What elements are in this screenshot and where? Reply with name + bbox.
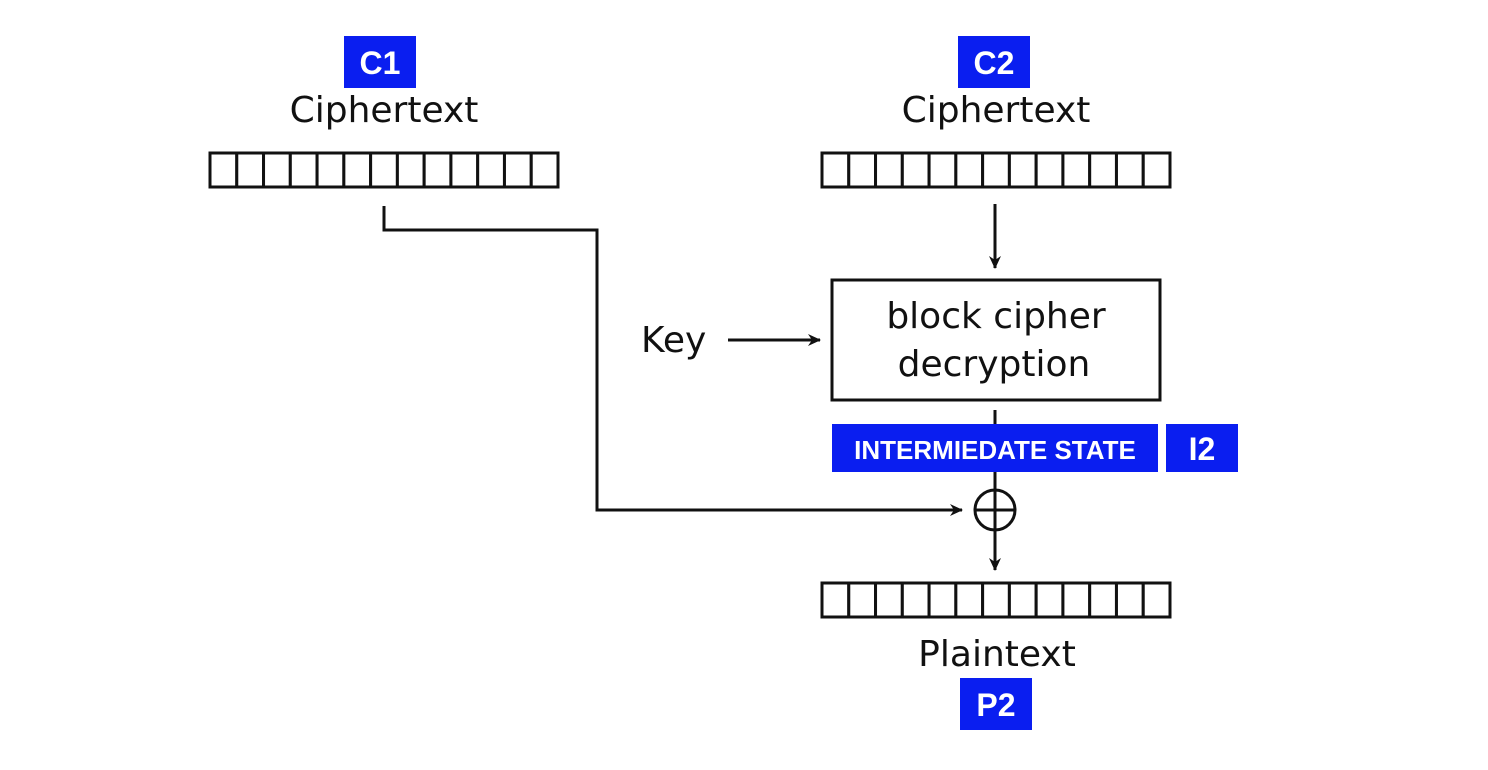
ciphertext-2-label: Ciphertext xyxy=(902,90,1091,131)
ciphertext-2-block xyxy=(820,151,1172,189)
block-cell xyxy=(1007,581,1038,619)
block-cell xyxy=(1061,581,1092,619)
block-cell xyxy=(1141,581,1172,619)
key-label: Key xyxy=(641,320,706,361)
p2-badge: P2 xyxy=(960,678,1032,730)
xor-icon xyxy=(973,488,1017,532)
c2-badge-text: C2 xyxy=(974,45,1015,81)
block-cipher-box: block cipher decryption xyxy=(830,278,1162,402)
ciphertext-1-block xyxy=(208,151,560,189)
intermediate-state-badge: INTERMIEDATE STATE xyxy=(832,424,1158,472)
block-cell xyxy=(262,151,292,189)
block-cell xyxy=(847,151,878,189)
block-cipher-line2: decryption xyxy=(898,344,1091,385)
block-cell xyxy=(1034,581,1065,619)
block-cell xyxy=(1088,151,1118,189)
ciphertext-1-label: Ciphertext xyxy=(290,90,479,131)
c2-badge: C2 xyxy=(958,36,1030,88)
block-cell xyxy=(927,581,958,619)
plaintext-label: Plaintext xyxy=(918,634,1076,675)
block-cell xyxy=(820,151,851,189)
block-cell xyxy=(1007,151,1038,189)
block-cell xyxy=(288,151,319,189)
block-cell xyxy=(874,581,904,619)
i2-badge-text: I2 xyxy=(1189,431,1216,467)
block-cell xyxy=(927,151,958,189)
block-cell xyxy=(900,581,931,619)
block-cell xyxy=(820,581,851,619)
block-cell xyxy=(1061,151,1092,189)
block-cell xyxy=(208,151,239,189)
block-cell xyxy=(1141,151,1172,189)
block-cell xyxy=(369,151,399,189)
plaintext-block xyxy=(820,581,1172,619)
block-cell xyxy=(422,151,453,189)
block-cell xyxy=(981,581,1011,619)
c1-badge-text: C1 xyxy=(360,45,401,81)
block-cell xyxy=(1114,151,1145,189)
block-cipher-line1: block cipher xyxy=(886,296,1106,337)
block-cell xyxy=(1114,581,1145,619)
block-cell xyxy=(954,151,985,189)
block-cell xyxy=(981,151,1011,189)
block-cell xyxy=(847,581,878,619)
block-cell xyxy=(900,151,931,189)
block-cell xyxy=(502,151,533,189)
block-cell xyxy=(1034,151,1065,189)
c1-to-xor-path xyxy=(382,206,963,516)
block-cell xyxy=(529,151,560,189)
block-cell xyxy=(235,151,266,189)
p2-badge-text: P2 xyxy=(976,687,1015,723)
block-cell xyxy=(449,151,480,189)
block-cell xyxy=(476,151,506,189)
block-cell xyxy=(342,151,373,189)
i2-badge: I2 xyxy=(1166,424,1238,472)
block-cell xyxy=(874,151,904,189)
block-cell xyxy=(315,151,346,189)
intermediate-state-text: INTERMIEDATE STATE xyxy=(854,435,1136,465)
block-cell xyxy=(954,581,985,619)
block-cell xyxy=(1088,581,1118,619)
c1-badge: C1 xyxy=(344,36,416,88)
block-cell xyxy=(395,151,426,189)
